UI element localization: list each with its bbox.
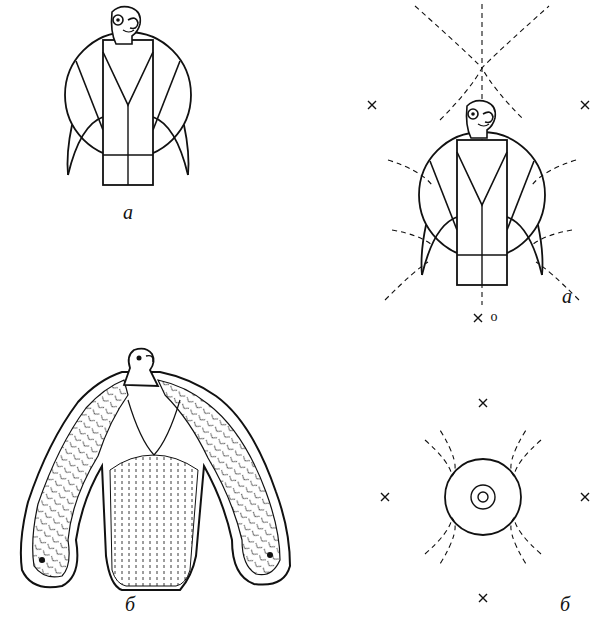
bird-figure [65, 7, 191, 185]
figure-label: а [562, 286, 572, 306]
eagle-figure [21, 349, 290, 590]
figure-label: о [491, 310, 498, 324]
figure-label: а [123, 202, 133, 222]
construction-figure [368, 4, 589, 322]
figure-label: б [560, 594, 570, 614]
figure-label: б [125, 594, 135, 614]
circle-construction [381, 399, 589, 602]
